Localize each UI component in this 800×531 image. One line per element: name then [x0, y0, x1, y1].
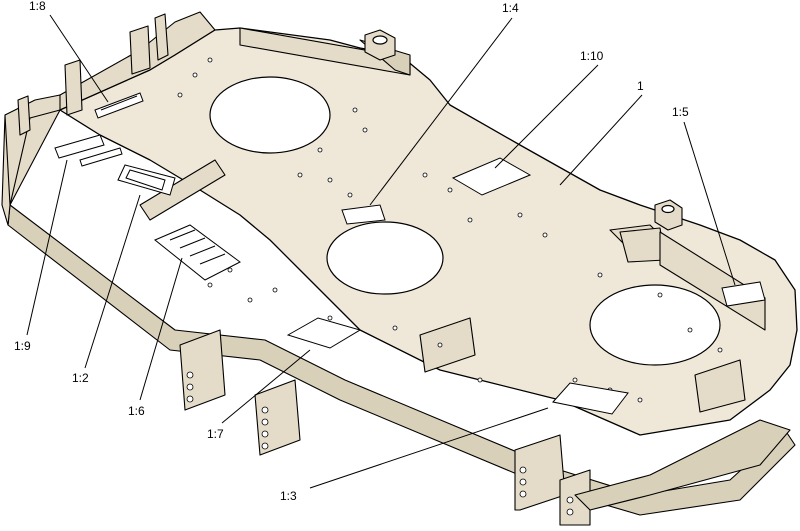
deck-front-skirt — [7, 204, 796, 516]
right-blade-opening — [589, 284, 721, 366]
decal-1-3 — [552, 382, 629, 415]
decal-1-7 — [286, 317, 362, 349]
decal-1-6 — [154, 224, 241, 281]
rear-mount-brackets — [17, 13, 766, 331]
callout-1-6: 1:6 — [128, 404, 145, 418]
callout-1-5: 1:5 — [672, 105, 689, 119]
decal-1-9 — [54, 134, 123, 167]
deck-top-surface — [59, 27, 798, 436]
decal-1-5 — [721, 281, 766, 307]
decal-1-4 — [341, 204, 386, 225]
callout-1: 1 — [637, 79, 644, 93]
front-hitch-plates — [179, 317, 791, 526]
callout-1-8: 1:8 — [29, 0, 46, 13]
blade-openings — [209, 76, 721, 366]
center-blade-opening — [326, 221, 444, 295]
callout-1-7: 1:7 — [207, 427, 224, 441]
callout-1-2: 1:2 — [72, 371, 89, 385]
left-blade-opening — [209, 76, 331, 154]
callout-1-3: 1:3 — [280, 489, 297, 503]
decal-1-2 — [117, 164, 176, 196]
decal-1-10 — [451, 157, 532, 196]
deck-surface-holes — [177, 57, 723, 403]
callout-1-4: 1:4 — [502, 1, 519, 15]
callout-leaders — [26, 14, 736, 489]
callout-1-10: 1:10 — [580, 49, 604, 63]
callout-1-9: 1:9 — [14, 339, 31, 353]
decal-1-8 — [94, 92, 144, 119]
